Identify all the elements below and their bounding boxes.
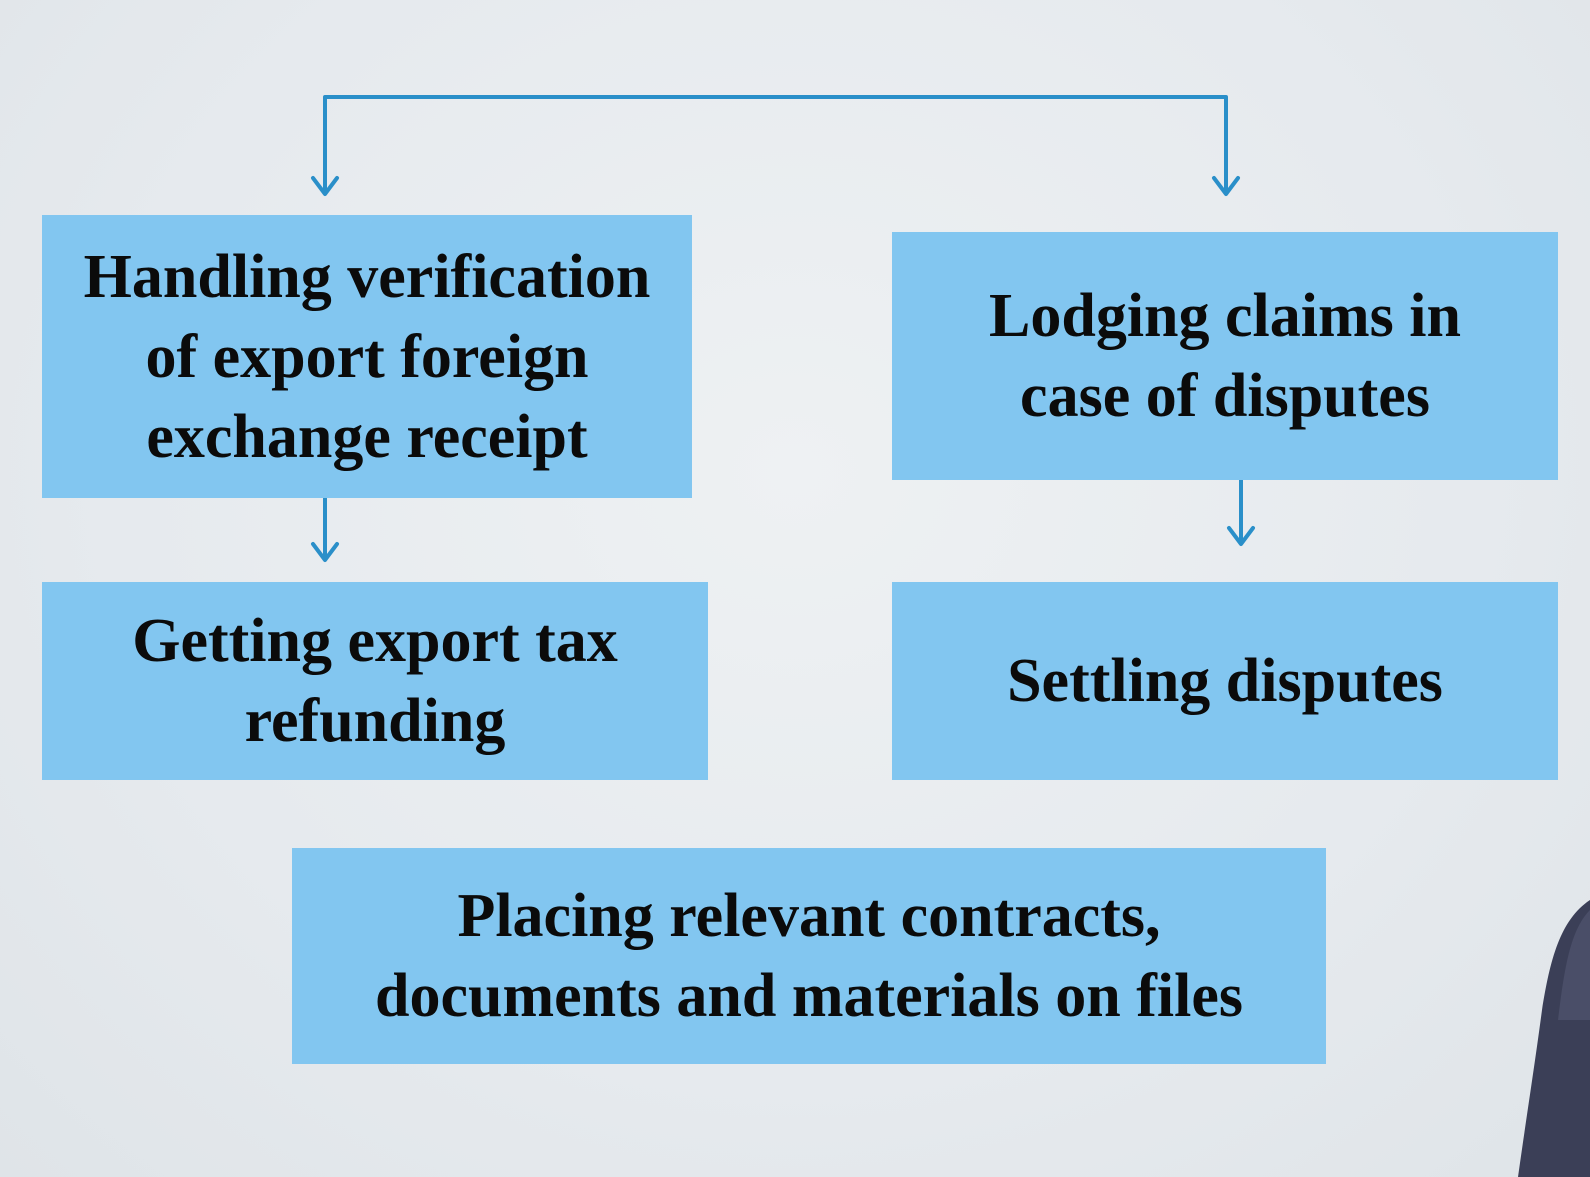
node-tax-refund-box: Getting export tax refunding	[42, 582, 708, 780]
arrowhead-to-settling	[1227, 526, 1255, 546]
node-claims-label: Lodging claims in case of disputes	[989, 282, 1461, 430]
node-filing-box: Placing relevant contracts, documents an…	[292, 848, 1326, 1064]
node-settling-box: Settling disputes	[892, 582, 1558, 780]
top-split-connector	[323, 95, 1228, 192]
node-verification-label: Handling verification of export foreign …	[83, 242, 651, 471]
node-tax-refund-label: Getting export tax refunding	[132, 607, 618, 755]
node-claims-box: Lodging claims in case of disputes	[892, 232, 1558, 480]
node-settling-label: Settling disputes	[1007, 647, 1443, 715]
arrowhead-to-tax-refund	[311, 542, 339, 562]
node-verification-box: Handling verification of export foreign …	[42, 215, 692, 498]
node-filing-label: Placing relevant contracts, documents an…	[375, 882, 1243, 1030]
arrowhead-to-verification	[311, 176, 339, 196]
presenter-figure	[1518, 900, 1590, 1177]
arrowhead-to-claims	[1212, 176, 1240, 196]
